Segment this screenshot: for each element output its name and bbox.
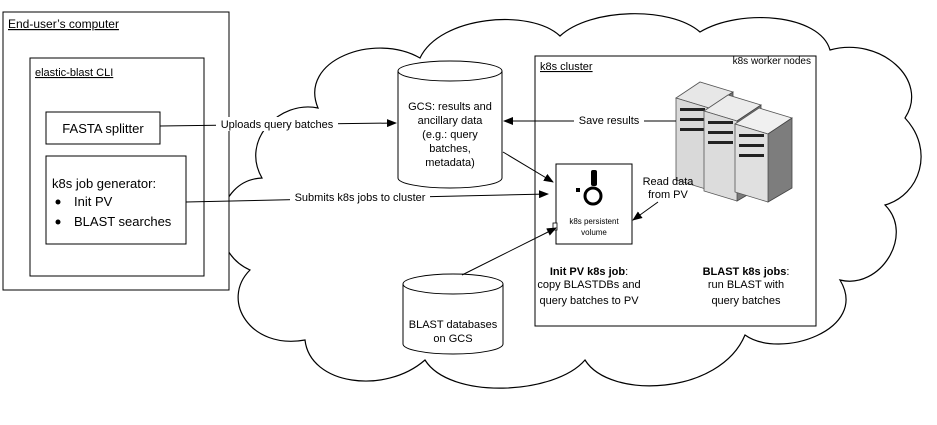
- blast-databases-cylinder: [402, 273, 504, 355]
- fasta-splitter-box: [45, 111, 161, 145]
- submits-arrow-label: Submits k8s jobs to cluster: [295, 192, 426, 204]
- blast-jobs-line: run BLAST with: [708, 279, 784, 291]
- job-generator-title: k8s job generator:: [52, 176, 156, 191]
- gcs-to-pv-arrow: [502, 151, 554, 183]
- gcs-results-line: ancillary data: [418, 115, 484, 127]
- bullet-icon: [55, 199, 61, 205]
- persistent-volume-line: k8s persistent: [569, 217, 619, 226]
- blast-jobs-title: BLAST k8s jobs:: [703, 266, 790, 278]
- cli-title: elastic-blast CLI: [35, 67, 113, 79]
- gcs-results-line: metadata): [425, 157, 475, 169]
- blast-jobs-line: query batches: [711, 295, 781, 307]
- init-pv-job-line: copy BLASTDBs and: [537, 279, 640, 291]
- read-data-arrow: [632, 201, 659, 221]
- read-data-label: from PV: [648, 189, 688, 201]
- gcs-results-line: (e.g.: query: [422, 129, 478, 141]
- blast-databases-line: on GCS: [433, 333, 472, 345]
- persistent-volume-line: volume: [581, 228, 607, 237]
- bullet-icon: [55, 219, 61, 225]
- worker-nodes-label: k8s worker nodes: [733, 56, 811, 67]
- gcs-results-cylinder: [397, 60, 503, 189]
- read-data-label: Read data: [643, 176, 695, 188]
- end-user-computer-title: End-user’s computer: [8, 17, 119, 31]
- job-generator-item: Init PV: [74, 194, 113, 209]
- uploads-arrow-label: Uploads query batches: [221, 119, 334, 131]
- save-results-label: Save results: [579, 115, 640, 127]
- blastdb-to-pv-arrow: [461, 227, 557, 276]
- persistent-volume-icon: [576, 170, 603, 206]
- job-generator-item: BLAST searches: [74, 214, 172, 229]
- init-pv-job-line: query batches to PV: [539, 295, 639, 307]
- blast-databases-line: BLAST databases: [409, 319, 498, 331]
- gcs-results-line: batches,: [429, 143, 471, 155]
- fasta-splitter-label: FASTA splitter: [62, 121, 144, 136]
- server-icon: [675, 81, 793, 203]
- init-pv-job-title: Init PV k8s job:: [550, 266, 628, 278]
- job-generator-box: [45, 155, 187, 245]
- gcs-results-line: GCS: results and: [408, 101, 492, 113]
- k8s-cluster-title: k8s cluster: [540, 61, 593, 73]
